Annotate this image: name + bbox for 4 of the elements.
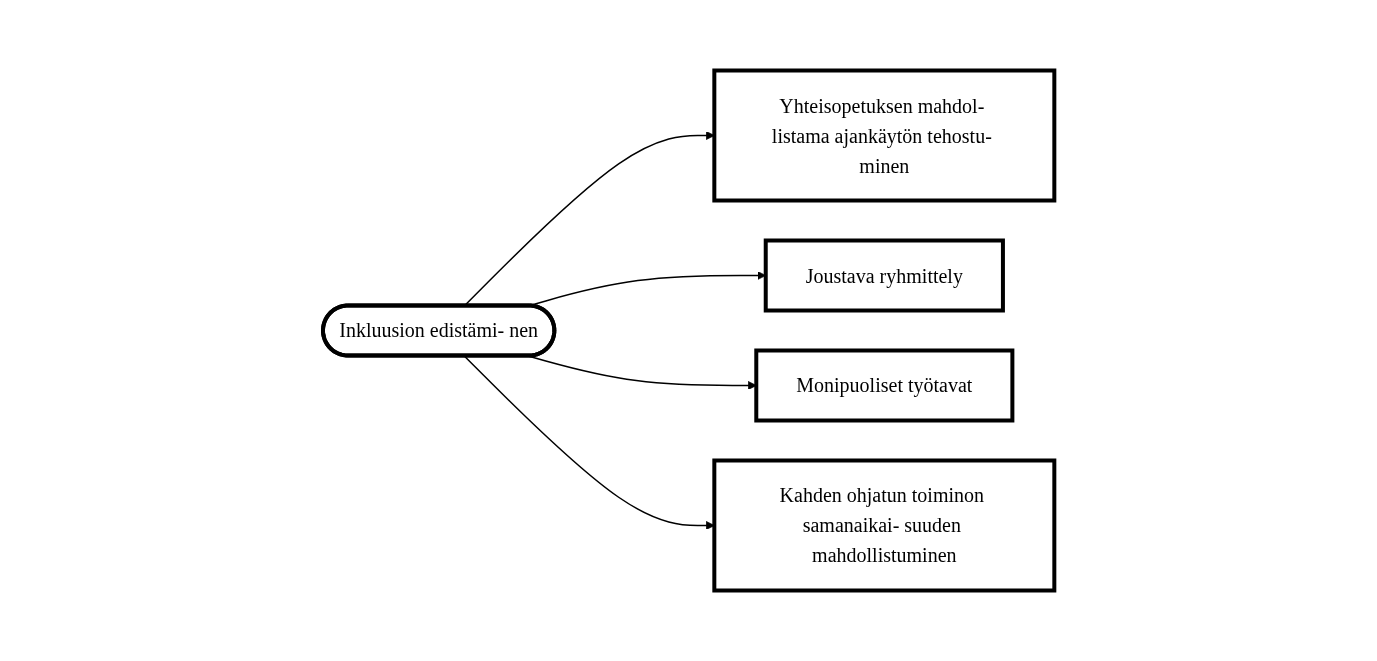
node-box: Yhteisopetuksen mahdol- listama ajankäytön tehostu- minen [712,68,1057,203]
node-box: Kahden ohjatun toiminon samanaikai- suuden mahdollistuminen [712,458,1057,593]
node-box: Joustava ryhmittely [763,238,1005,313]
node-box: Monipuoliset työtavat [754,348,1015,423]
